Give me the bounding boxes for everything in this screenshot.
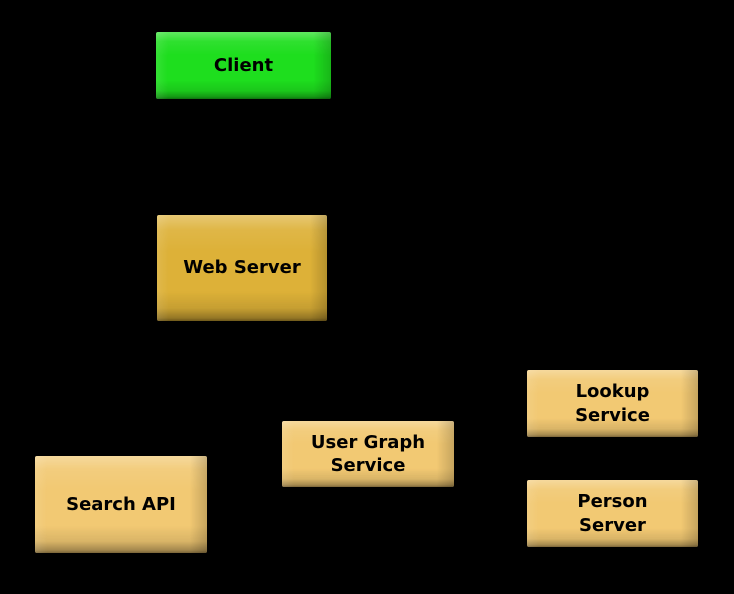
node-search-api-label: Search API [66, 493, 176, 516]
node-person-server-label-line2: Server [579, 514, 646, 536]
node-lookup-service: Lookup Service [527, 370, 698, 437]
node-lookup-service-label: Lookup Service [575, 380, 650, 426]
node-search-api-label-line1: Search API [66, 493, 176, 515]
node-person-server: Person Server [527, 480, 698, 547]
node-user-graph-service-label-line2: Service [330, 455, 406, 476]
node-person-server-label-line1: Person [577, 491, 648, 513]
node-lookup-service-label-line2: Service [575, 404, 650, 426]
node-lookup-service-label-line1: Lookup [575, 381, 650, 403]
node-client-label-line1: Client [213, 54, 274, 76]
node-client-label: Client [214, 54, 273, 77]
node-client: Client [156, 32, 331, 99]
node-user-graph-service-label-line1: User Graph [310, 431, 426, 453]
node-search-api: Search API [35, 456, 207, 553]
node-person-server-label: Person Server [577, 490, 647, 536]
node-web-server: Web Server [157, 215, 327, 321]
node-web-server-label: Web Server [183, 256, 300, 279]
node-user-graph-service-label: User Graph Service [311, 431, 425, 477]
node-user-graph-service: User Graph Service [282, 421, 454, 487]
node-web-server-label-line1: Web Server [183, 257, 301, 279]
